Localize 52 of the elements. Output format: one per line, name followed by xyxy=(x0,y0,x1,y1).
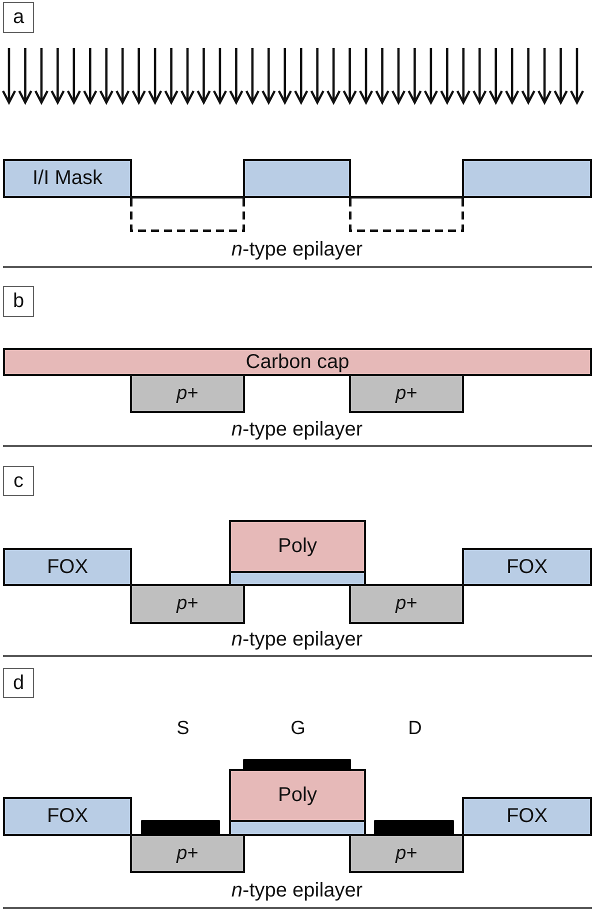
panel-letter-frame xyxy=(3,466,34,496)
panel-letter-frame xyxy=(3,2,34,33)
layer-label: n-type epilayer xyxy=(231,880,363,902)
mask-layer xyxy=(243,159,351,198)
field-oxide-layer xyxy=(3,548,132,586)
region-label: p+ xyxy=(396,593,418,615)
p-plus-region xyxy=(349,834,464,873)
layer-label: FOX xyxy=(506,556,548,578)
implant-region-outline xyxy=(349,196,464,232)
mask-layer xyxy=(3,159,132,198)
p-plus-region xyxy=(349,584,464,624)
region-label: p+ xyxy=(396,382,418,404)
region-label: p+ xyxy=(176,593,198,615)
layer-label: Poly xyxy=(278,784,317,807)
gate-oxide-layer xyxy=(229,571,366,586)
p-plus-region xyxy=(130,584,245,624)
gate-oxide-layer xyxy=(229,820,366,836)
panel-letter: d xyxy=(12,672,24,694)
polysilicon-gate xyxy=(229,769,366,822)
panel-letter: a xyxy=(12,6,24,29)
terminal-label: S xyxy=(176,718,190,740)
layer-label: Carbon cap xyxy=(246,350,350,374)
layer-label: FOX xyxy=(46,556,88,578)
field-oxide-layer xyxy=(462,548,592,586)
metal-contact xyxy=(374,820,454,836)
polysilicon-gate xyxy=(229,520,366,573)
field-oxide-layer xyxy=(3,797,132,836)
layer-label: n-type epilayer xyxy=(231,238,363,262)
field-oxide-layer xyxy=(462,797,592,836)
implant-region-outline xyxy=(130,196,245,232)
metal-contact xyxy=(243,759,351,771)
panel-letter-frame xyxy=(3,286,34,317)
p-plus-region xyxy=(349,374,464,413)
layer-label: FOX xyxy=(506,805,548,828)
p-plus-region xyxy=(130,834,245,873)
layer-label: n-type epilayer xyxy=(231,418,363,442)
layer-label: FOX xyxy=(46,805,88,828)
panel-letter-frame xyxy=(3,668,34,698)
layer-label: Poly xyxy=(278,535,317,558)
panel-letter: c xyxy=(14,470,24,492)
metal-contact xyxy=(141,820,220,836)
carbon-cap-layer xyxy=(3,348,592,376)
terminal-label: D xyxy=(408,718,422,740)
region-label: p+ xyxy=(176,842,198,864)
region-label: p+ xyxy=(176,382,198,404)
mask-layer xyxy=(462,159,592,198)
panel-letter: b xyxy=(12,290,24,313)
layer-label: n-type epilayer xyxy=(231,628,363,652)
region-label: p+ xyxy=(396,842,418,864)
terminal-label: G xyxy=(290,718,306,740)
layer-label: I/I Mask xyxy=(32,167,102,190)
p-plus-region xyxy=(130,374,245,413)
